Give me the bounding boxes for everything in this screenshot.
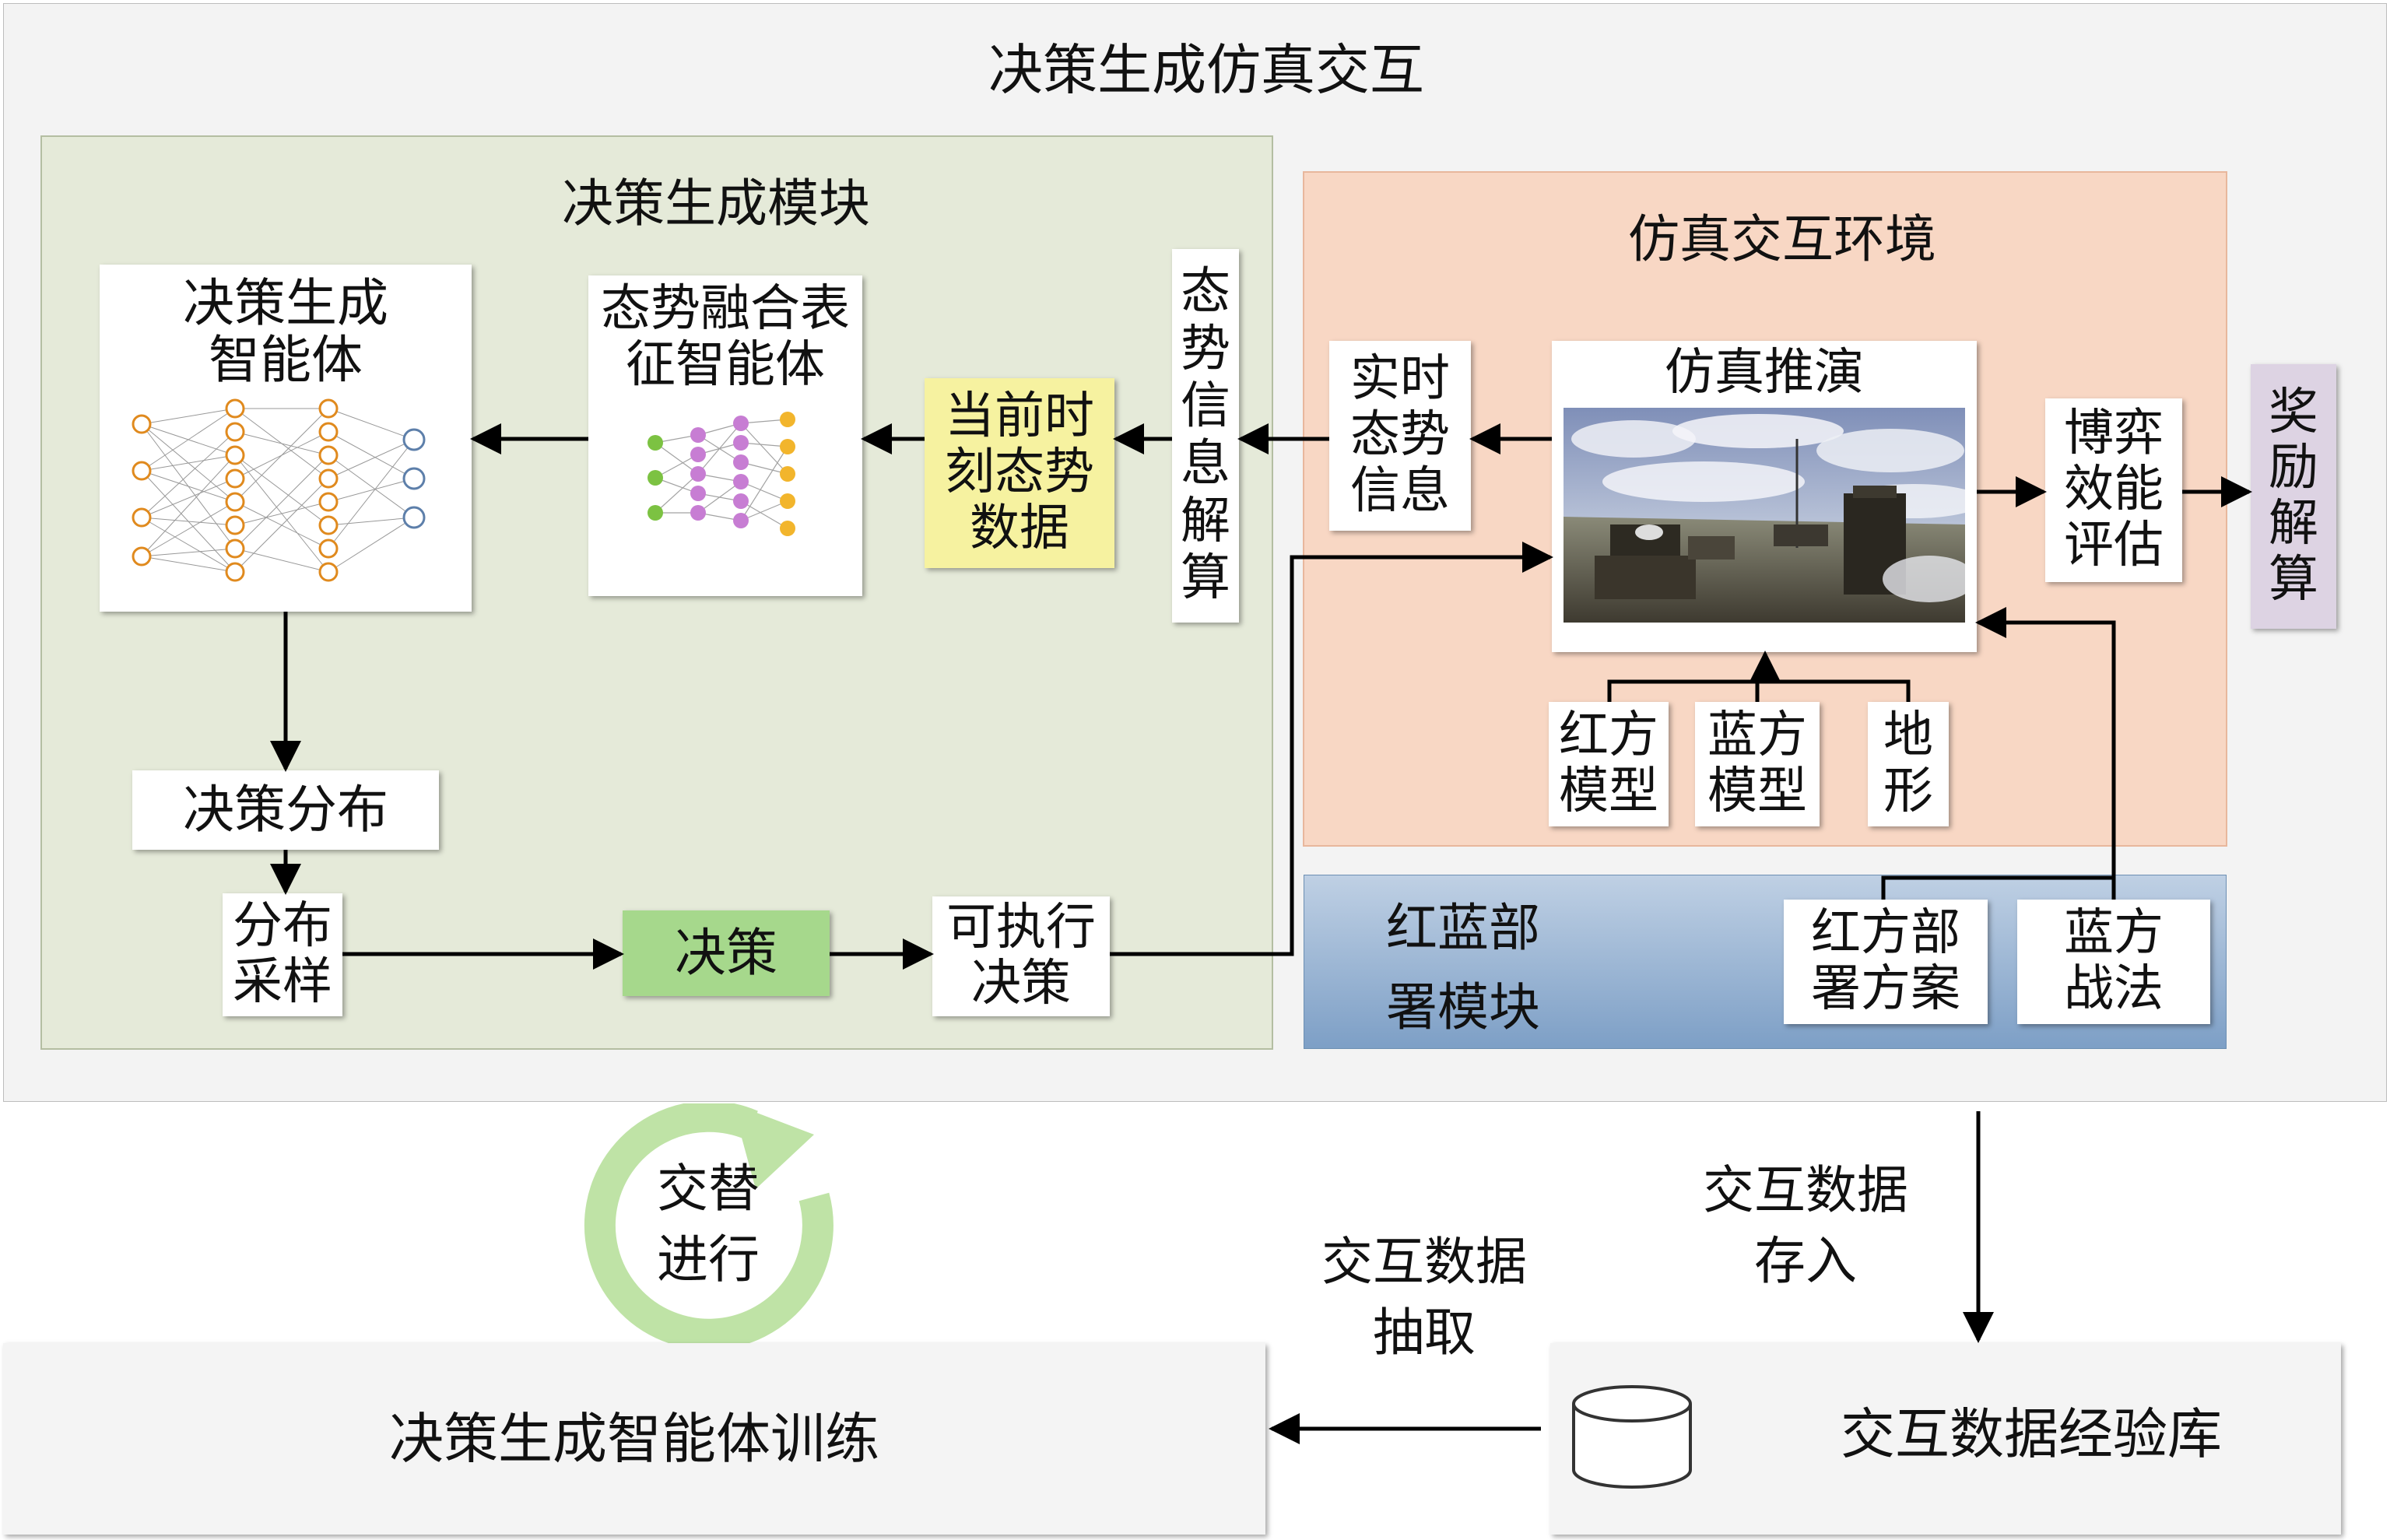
neural-network-icon [132,398,426,582]
game-efficacy-box: 博弈 效能 评估 [2045,398,2182,582]
red-model-box: 红方 模型 [1549,702,1669,826]
current-situation-data-box: 当前时 刻态势 数据 [925,378,1114,568]
database-icon [1572,1385,1692,1489]
data-extract-label: 交互数据 抽取 [1321,1232,1527,1363]
decision-module-title: 决策生成模块 [562,174,870,233]
terrain-box: 地 形 [1868,702,1949,826]
experience-db-box: 交互数据经验库 [1550,1343,2341,1535]
deploy-module-title: 红蓝部 署模块 [1386,898,1540,1038]
simulation-box: 仿真推演 [1552,341,1977,652]
page-title: 决策生成仿真交互 [988,38,1424,102]
battlefield-scene-image [1564,407,1965,623]
fusion-agent-box: 态势融合表 征智能体 [588,275,862,596]
decision-distribution-box: 决策分布 [132,770,439,850]
data-store-label: 交互数据 存入 [1703,1160,1908,1292]
sim-env-title: 仿真交互环境 [1628,209,1936,269]
alternate-cycle-icon [584,1103,834,1350]
distribution-sampling-box: 分布 采样 [223,893,342,1016]
executable-decision-box: 可执行 决策 [932,896,1110,1016]
decision-agent-label: 决策生成 智能体 [183,273,388,390]
arrow-executable-to-sim [1110,542,1553,956]
alternate-label: 交替 进行 [657,1159,760,1290]
blue-model-box: 蓝方 模型 [1695,702,1820,826]
decision-agent-box: 决策生成 智能体 [100,265,472,612]
agent-training-box: 决策生成智能体训练 [3,1343,1265,1535]
reward-box: 奖 励 解 算 [2251,364,2336,629]
connector-deploy [1881,875,2116,900]
simulation-label: 仿真推演 [1665,344,1864,402]
realtime-situation-box: 实时 态势 信息 [1329,341,1471,531]
situation-parse-box: 态 势 信 息 解 算 [1172,249,1239,623]
blue-tactics-box: 蓝方 战法 [2017,900,2210,1024]
fusion-network-icon [648,412,795,537]
arrow-deploy-to-sim [1975,607,2116,878]
fusion-agent-label: 态势融合表 征智能体 [601,280,850,394]
red-deploy-plan-box: 红方部 署方案 [1784,900,1988,1024]
decision-box: 决策 [623,910,830,996]
experience-db-label: 交互数据经验库 [1841,1402,2222,1466]
